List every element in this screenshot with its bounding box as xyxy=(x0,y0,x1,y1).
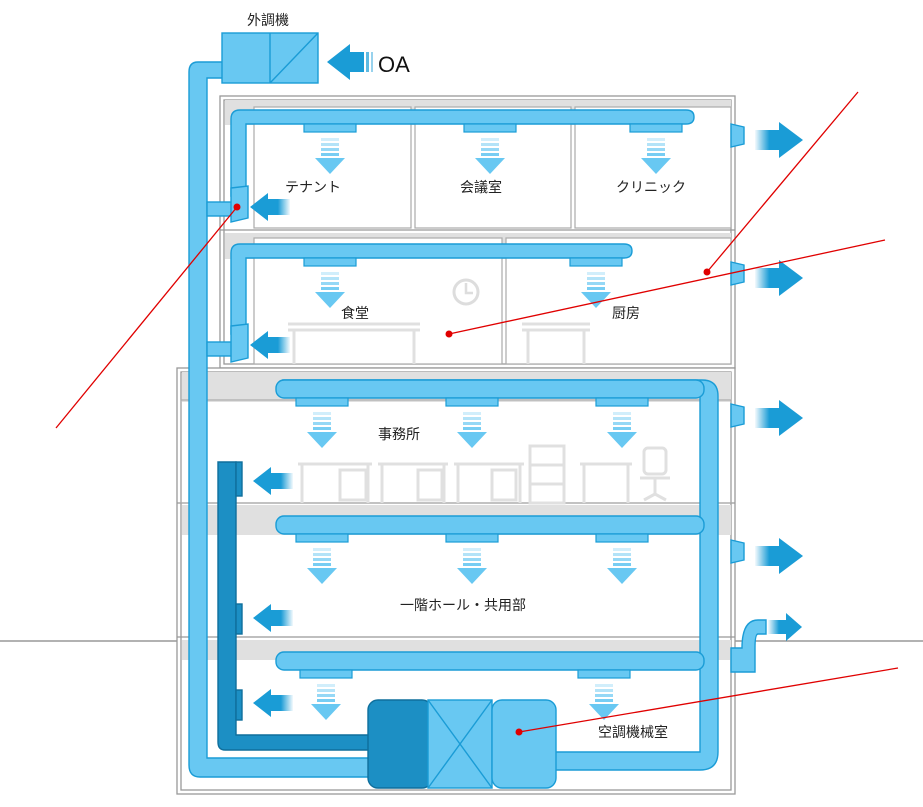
room-label-office: 事務所 xyxy=(378,427,420,443)
return-duct xyxy=(217,461,371,751)
return-arrow-icon xyxy=(253,467,293,495)
return-arrows xyxy=(250,193,293,717)
diffuser xyxy=(595,397,649,407)
desk-icon xyxy=(298,462,632,503)
down-arrow-icon xyxy=(607,412,637,448)
floor1-office-duct xyxy=(275,379,705,399)
floor2-supply-duct xyxy=(230,243,633,335)
diffuser xyxy=(577,669,631,679)
air-handling-unit xyxy=(367,699,557,789)
room-label-tenant: テナント xyxy=(285,180,341,196)
floor3-supply-duct xyxy=(230,109,695,197)
diffuser xyxy=(595,533,649,543)
down-arrow-icon xyxy=(311,684,341,720)
diffuser xyxy=(445,533,499,543)
down-arrow-icon xyxy=(581,272,611,308)
supply-diffusers xyxy=(295,123,683,720)
down-arrow-icon xyxy=(457,412,487,448)
diffuser xyxy=(303,123,357,133)
room-label-kitchen: 厨房 xyxy=(612,306,640,322)
diffuser xyxy=(445,397,499,407)
outdoor-unit-label: 外調機 xyxy=(247,13,289,29)
clock-icon xyxy=(452,278,480,306)
down-arrow-icon xyxy=(589,684,619,720)
floor1-lobby-duct xyxy=(275,515,705,535)
leader-lines xyxy=(55,91,899,736)
oa-intake-arrow xyxy=(327,44,364,80)
exhaust-arrow-icon xyxy=(755,122,803,158)
cabinet-icon xyxy=(528,444,566,505)
heat-exchanger-icon xyxy=(427,699,493,789)
down-arrow-icon xyxy=(641,138,671,174)
down-arrow-icon xyxy=(607,548,637,584)
exhaust-arrow-icon xyxy=(768,613,802,641)
diffuser xyxy=(629,123,683,133)
cafeteria-tables xyxy=(288,322,590,364)
basement-duct xyxy=(275,651,705,671)
outdoor-unit xyxy=(221,32,319,84)
diffuser xyxy=(295,533,349,543)
room-label-meeting: 会議室 xyxy=(460,179,502,196)
down-arrow-icon xyxy=(307,412,337,448)
down-arrow-icon xyxy=(475,138,505,174)
down-arrow-icon xyxy=(307,548,337,584)
return-arrow-icon xyxy=(250,193,290,221)
diffuser xyxy=(295,397,349,407)
down-arrow-icon xyxy=(457,548,487,584)
ground-exhaust-duct xyxy=(730,619,767,673)
exhaust-arrow-icon xyxy=(755,538,803,574)
room-label-lobby: 一階ホール・共用部 xyxy=(400,598,526,614)
down-arrow-icon xyxy=(315,138,345,174)
return-arrow-icon xyxy=(253,604,293,632)
exhaust-arrows xyxy=(755,122,803,641)
exhaust-arrow-icon xyxy=(755,400,803,436)
diffuser xyxy=(569,257,623,267)
down-arrow-icon xyxy=(315,272,345,308)
diffuser xyxy=(303,257,357,267)
diffuser xyxy=(463,123,517,133)
room-label-clinic: クリニック xyxy=(616,180,686,196)
exhaust-arrow-icon xyxy=(755,260,803,296)
return-arrow-icon xyxy=(250,331,290,359)
return-arrow-icon xyxy=(253,689,293,717)
room-label-machine: 空調機械室 xyxy=(598,724,668,741)
office-chair-icon xyxy=(640,446,670,502)
diffuser xyxy=(299,669,353,679)
room-label-cafeteria: 食堂 xyxy=(341,305,369,322)
oa-label: OA xyxy=(378,52,410,77)
